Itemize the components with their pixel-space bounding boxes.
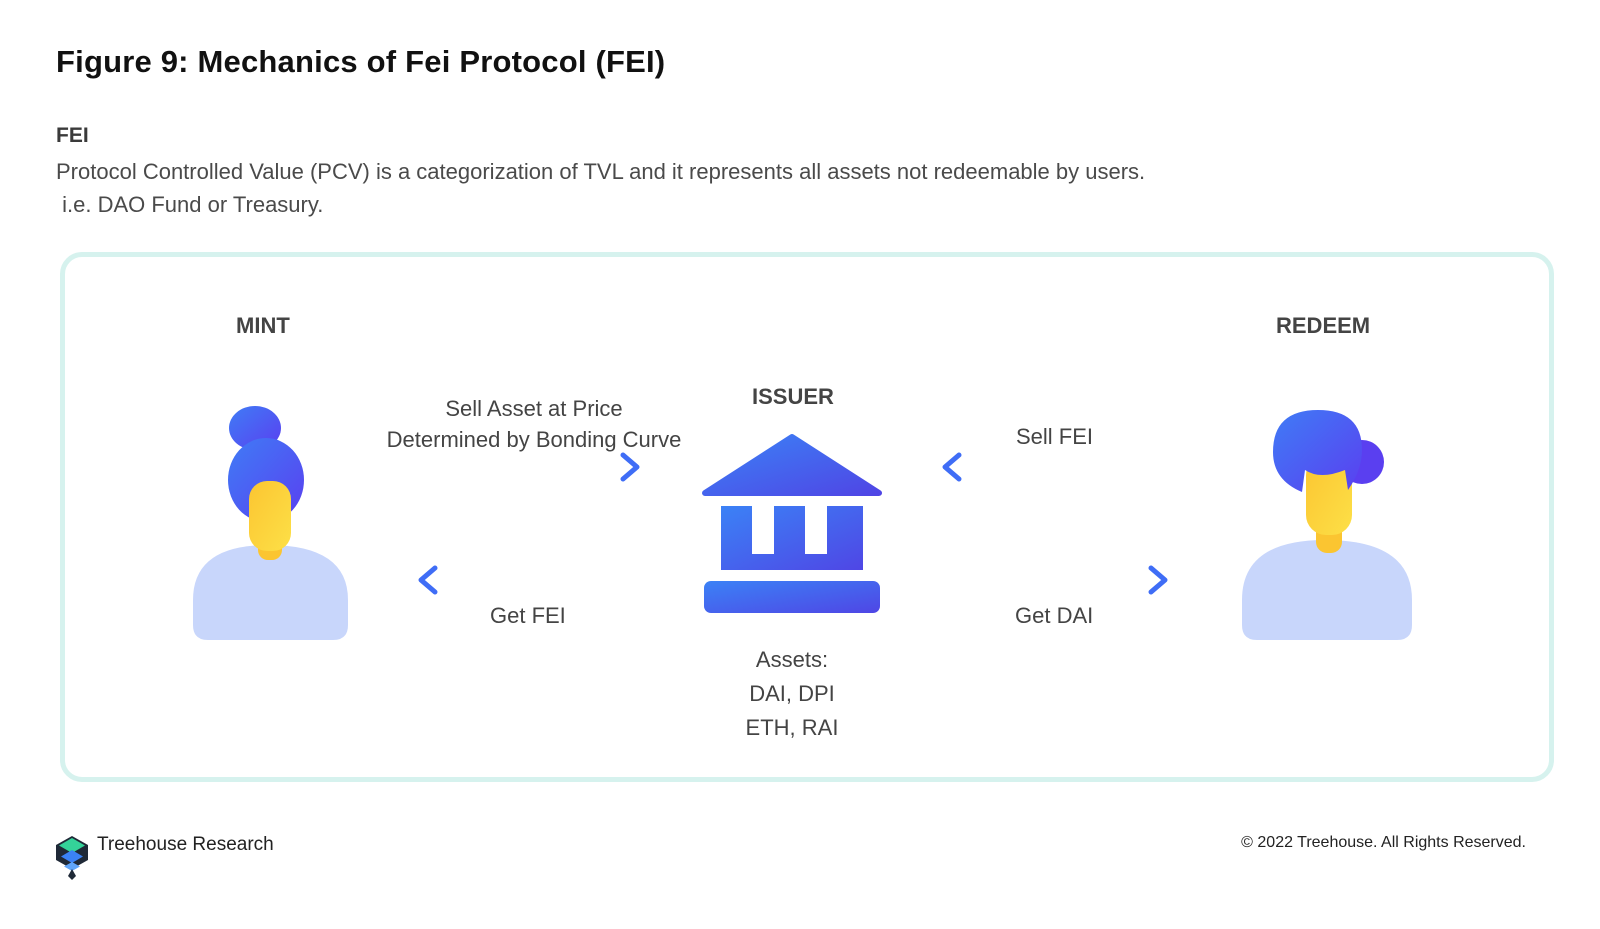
- footer-brand: Treehouse Research: [97, 834, 274, 855]
- sell-fei-label: Sell FEI: [1016, 424, 1094, 449]
- bank-icon: [702, 434, 882, 613]
- get-dai-label: Get DAI: [1015, 603, 1094, 628]
- assets-line-2: ETH, RAI: [745, 715, 839, 740]
- redeem-label: REDEEM: [1276, 313, 1371, 338]
- get-fei-label: Get FEI: [490, 603, 566, 628]
- assets-line-1: DAI, DPI: [749, 681, 835, 706]
- sell-fei-arrow-icon: [942, 452, 1165, 482]
- sell-asset-label-line-2: Determined by Bonding Curve: [386, 427, 682, 452]
- redeemer-person-icon: [1242, 410, 1412, 640]
- assets-heading: Assets:: [755, 647, 829, 672]
- diagram-frame: [60, 252, 1554, 782]
- footer-copyright: © 2022 Treehouse. All Rights Reserved.: [1241, 834, 1526, 851]
- sell-asset-label: Sell Asset at Price Determined by Bondin…: [358, 393, 710, 455]
- description: Protocol Controlled Value (PCV) is a cat…: [56, 155, 1145, 221]
- get-fei-arrow-icon: [418, 565, 641, 595]
- issuer-label: ISSUER: [752, 384, 834, 409]
- description-line-2: i.e. DAO Fund or Treasury.: [56, 192, 324, 217]
- treehouse-logo-icon: [56, 836, 88, 880]
- get-dai-arrow-icon: [945, 565, 1168, 595]
- description-line-1: Protocol Controlled Value (PCV) is a cat…: [56, 159, 1146, 184]
- sell-asset-label-line-1: Sell Asset at Price: [445, 396, 623, 421]
- section-subheading: FEI: [56, 124, 89, 147]
- minter-person-icon: [193, 406, 348, 640]
- figure-title: Figure 9: Mechanics of Fei Protocol (FEI…: [56, 44, 666, 79]
- assets-block: Assets: DAI, DPI ETH, RAI: [692, 643, 892, 745]
- mint-label: MINT: [236, 313, 290, 338]
- sell-asset-arrow-icon: [417, 452, 640, 482]
